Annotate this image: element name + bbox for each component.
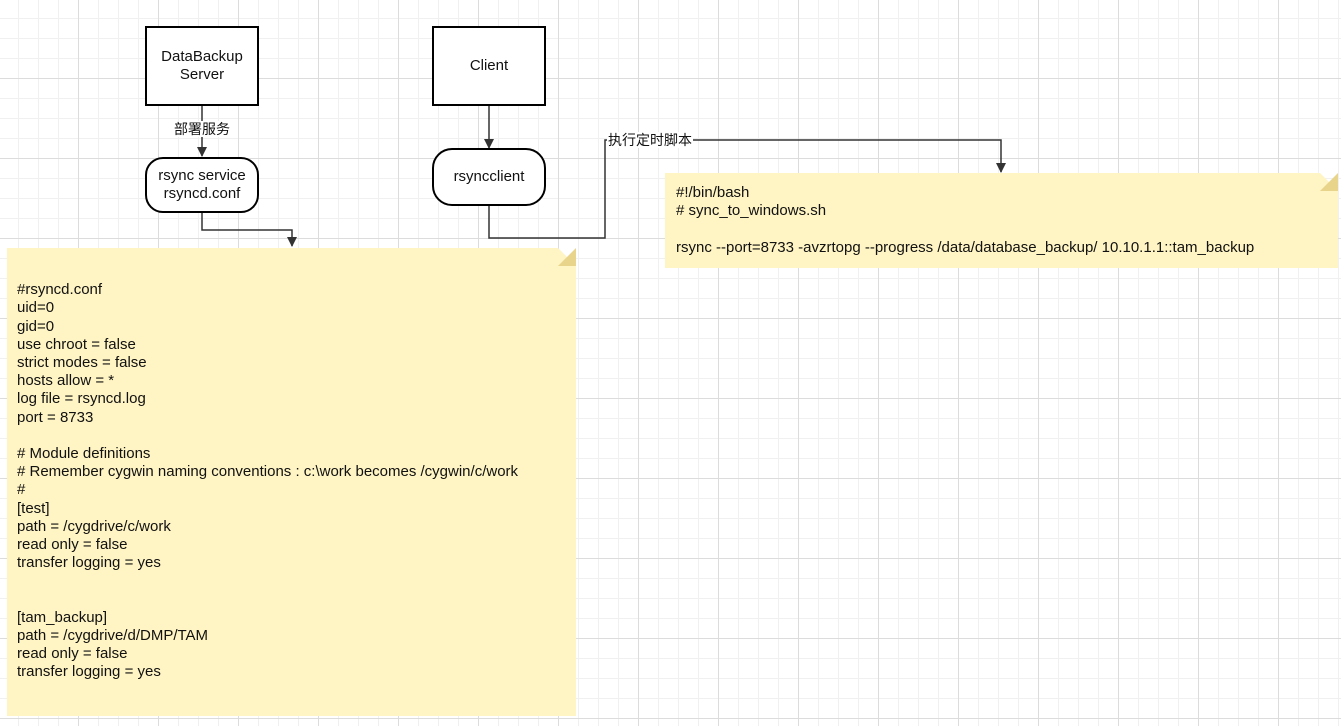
deploy-service-label: 部署服务 xyxy=(173,121,231,137)
rsyncclient-node[interactable]: rsyncclient xyxy=(432,148,546,206)
edge-service-to-config[interactable] xyxy=(201,212,297,247)
rsyncd-conf-note[interactable]: #rsyncd.conf uid=0 gid=0 use chroot = fa… xyxy=(7,248,576,716)
sync-script-note[interactable]: #!/bin/bash # sync_to_windows.sh rsync -… xyxy=(665,173,1338,268)
databackup-server-node[interactable]: DataBackup Server xyxy=(145,26,259,106)
rsync-service-node[interactable]: rsync service rsyncd.conf xyxy=(145,157,259,213)
edge-run-cron-script[interactable] xyxy=(488,139,1006,239)
client-node[interactable]: Client xyxy=(432,26,546,106)
sync-script-note-fold xyxy=(1320,173,1338,191)
rsyncd-conf-note-fold xyxy=(558,248,576,266)
run-cron-script-label: 执行定时脚本 xyxy=(607,132,693,148)
